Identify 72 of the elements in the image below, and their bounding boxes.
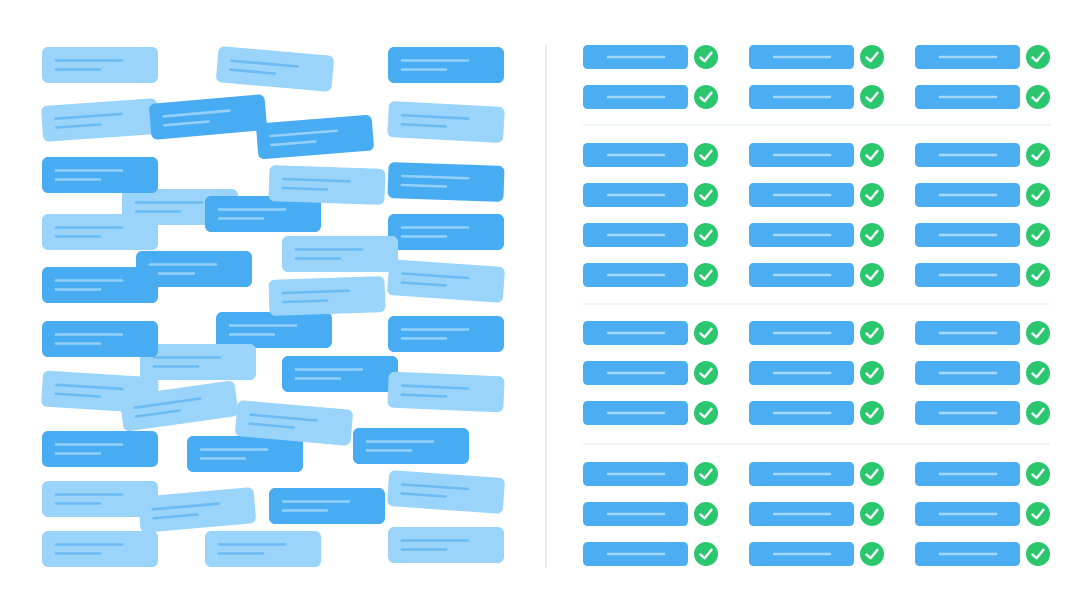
- placeholder-card: [915, 321, 1020, 345]
- placeholder-card: [41, 98, 159, 142]
- placeholder-card: [583, 502, 688, 526]
- placeholder-card: [388, 214, 504, 250]
- placeholder-card: [42, 267, 158, 303]
- placeholder-card: [388, 527, 504, 563]
- placeholder-card: [583, 263, 688, 287]
- placeholder-card: [749, 321, 854, 345]
- placeholder-card: [749, 401, 854, 425]
- placeholder-card: [205, 196, 321, 232]
- placeholder-card: [387, 101, 505, 143]
- placeholder-card: [138, 487, 256, 533]
- placeholder-card: [388, 316, 504, 352]
- placeholder-card: [387, 371, 505, 413]
- placeholder-card: [256, 114, 374, 160]
- placeholder-card: [216, 46, 334, 92]
- placeholder-card: [749, 223, 854, 247]
- placeholder-card: [915, 223, 1020, 247]
- placeholder-card: [749, 45, 854, 69]
- placeholder-card: [387, 470, 505, 514]
- placeholder-card: [187, 436, 303, 472]
- placeholder-card: [749, 502, 854, 526]
- placeholder-card: [915, 401, 1020, 425]
- placeholder-card: [42, 531, 158, 567]
- placeholder-card: [140, 344, 256, 380]
- placeholder-card: [915, 502, 1020, 526]
- placeholder-card: [388, 47, 504, 83]
- placeholder-card: [282, 356, 398, 392]
- placeholder-card: [42, 481, 158, 517]
- placeholder-card: [583, 183, 688, 207]
- placeholder-card: [42, 214, 158, 250]
- placeholder-card: [915, 542, 1020, 566]
- placeholder-card: [915, 183, 1020, 207]
- placeholder-card: [42, 321, 158, 357]
- placeholder-card: [749, 361, 854, 385]
- placeholder-card: [282, 236, 398, 272]
- placeholder-card: [42, 157, 158, 193]
- placeholder-card: [269, 488, 385, 524]
- placeholder-card: [915, 263, 1020, 287]
- placeholder-card: [353, 428, 469, 464]
- placeholder-card: [583, 85, 688, 109]
- placeholder-card: [268, 165, 386, 205]
- placeholder-card: [205, 531, 321, 567]
- placeholder-card: [149, 94, 267, 140]
- placeholder-card: [583, 542, 688, 566]
- placeholder-card: [915, 143, 1020, 167]
- placeholder-card: [749, 85, 854, 109]
- placeholder-card: [387, 162, 505, 202]
- placeholder-card: [915, 462, 1020, 486]
- placeholder-card: [42, 431, 158, 467]
- placeholder-card: [42, 47, 158, 83]
- placeholder-card: [583, 143, 688, 167]
- placeholder-card: [749, 143, 854, 167]
- placeholder-card: [583, 401, 688, 425]
- placeholder-card: [583, 462, 688, 486]
- placeholder-card: [915, 361, 1020, 385]
- placeholder-card: [136, 251, 252, 287]
- placeholder-card: [583, 321, 688, 345]
- placeholder-card: [749, 263, 854, 287]
- placeholder-card: [749, 542, 854, 566]
- placeholder-card: [915, 45, 1020, 69]
- placeholder-card: [387, 259, 505, 303]
- placeholder-card: [583, 361, 688, 385]
- placeholder-card: [216, 312, 332, 348]
- placeholder-card: [119, 380, 239, 432]
- placeholder-card: [583, 45, 688, 69]
- placeholder-card: [749, 183, 854, 207]
- placeholder-card: [268, 276, 386, 316]
- placeholder-card: [235, 400, 353, 446]
- placeholder-card: [583, 223, 688, 247]
- placeholder-card: [915, 85, 1020, 109]
- placeholder-card: [749, 462, 854, 486]
